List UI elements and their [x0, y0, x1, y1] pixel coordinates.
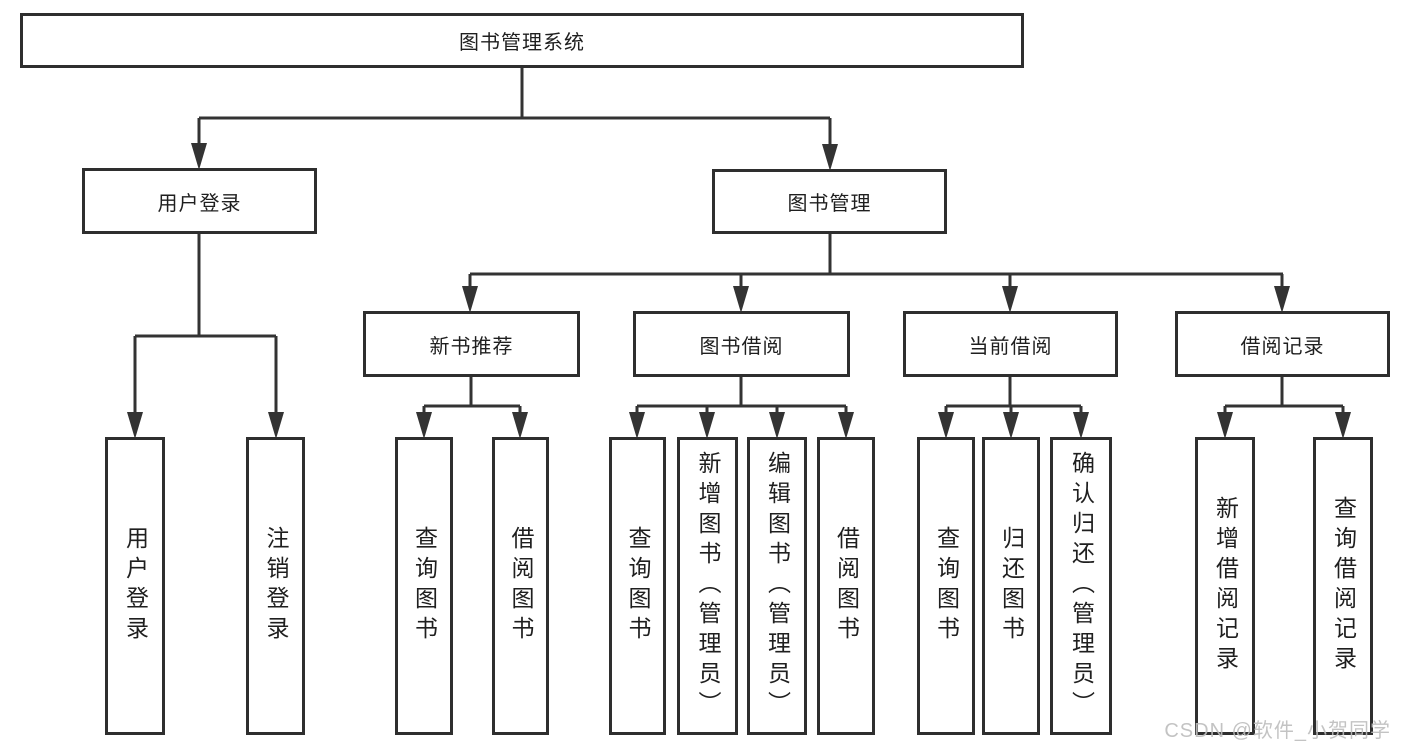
- leaf-return-books: 归还图书: [982, 437, 1040, 735]
- arrowhead-icon: [512, 412, 528, 439]
- leaf-borrow-books-2-label: 借阅图书: [833, 526, 860, 646]
- leaf-add-books-admin: 新增图书（管理员）: [677, 437, 738, 735]
- node-borrow-records: 借阅记录: [1175, 311, 1390, 377]
- leaf-query-books-3-label: 查询图书: [933, 526, 960, 646]
- node-new-book-recommend-label: 新书推荐: [429, 335, 514, 358]
- arrowhead-icon: [1335, 412, 1351, 439]
- leaf-add-books-admin-label: 新增图书（管理员）: [695, 451, 721, 721]
- arrowhead-icon: [268, 412, 284, 439]
- leaf-borrow-books-2: 借阅图书: [817, 437, 875, 735]
- csdn-watermark: CSDN @软件_小贺同学: [1164, 720, 1391, 742]
- arrowheads: [127, 143, 1351, 439]
- node-borrow-records-label: 借阅记录: [1240, 335, 1325, 358]
- arrowhead-icon: [191, 143, 207, 170]
- leaf-query-borrow-record: 查询借阅记录: [1313, 437, 1373, 735]
- leaf-logout-label: 注销登录: [263, 526, 289, 646]
- arrowhead-icon: [1217, 412, 1233, 439]
- leaf-query-books-1: 查询图书: [395, 437, 453, 735]
- leaf-user-login: 用户登录: [105, 437, 165, 735]
- node-current-borrow-label: 当前借阅: [968, 335, 1053, 358]
- leaf-query-books-2-label: 查询图书: [625, 526, 651, 646]
- arrowhead-icon: [938, 412, 954, 439]
- node-user-login-label: 用户登录: [157, 192, 242, 215]
- arrowhead-icon: [769, 412, 785, 439]
- leaf-query-books-1-label: 查询图书: [411, 526, 438, 646]
- arrowhead-icon: [822, 144, 838, 171]
- node-current-borrow: 当前借阅: [903, 311, 1118, 377]
- leaf-query-books-3: 查询图书: [917, 437, 975, 735]
- leaf-query-books-2: 查询图书: [609, 437, 666, 735]
- arrowhead-icon: [416, 412, 432, 439]
- node-user-login: 用户登录: [82, 168, 317, 234]
- leaf-borrow-books-1: 借阅图书: [492, 437, 549, 735]
- leaf-user-login-label: 用户登录: [122, 526, 149, 646]
- connector-lines: [133, 68, 1345, 432]
- node-root: 图书管理系统: [20, 13, 1024, 68]
- leaf-edit-books-admin-label: 编辑图书（管理员）: [764, 451, 791, 721]
- node-book-borrow: 图书借阅: [633, 311, 850, 377]
- node-book-management-label: 图书管理: [787, 193, 872, 215]
- leaf-add-borrow-record: 新增借阅记录: [1195, 437, 1255, 735]
- leaf-confirm-return-admin: 确认归还（管理员）: [1050, 437, 1112, 735]
- leaf-return-books-label: 归还图书: [998, 526, 1025, 646]
- arrowhead-icon: [1073, 412, 1089, 439]
- arrowhead-icon: [127, 412, 143, 439]
- arrowhead-icon: [699, 412, 715, 439]
- arrowhead-icon: [838, 412, 854, 439]
- node-root-label: 图书管理系统: [459, 32, 585, 54]
- arrowhead-icon: [733, 286, 749, 313]
- arrowhead-icon: [1002, 286, 1018, 313]
- arrowhead-icon: [1003, 412, 1019, 439]
- leaf-confirm-return-admin-label: 确认归还（管理员）: [1068, 451, 1095, 721]
- arrowhead-icon: [462, 286, 478, 313]
- leaf-logout: 注销登录: [246, 437, 305, 735]
- node-new-book-recommend: 新书推荐: [363, 311, 580, 377]
- leaf-query-borrow-record-label: 查询借阅记录: [1330, 496, 1357, 676]
- arrowhead-icon: [1274, 286, 1290, 313]
- leaf-borrow-books-1-label: 借阅图书: [508, 526, 534, 646]
- leaf-edit-books-admin: 编辑图书（管理员）: [747, 437, 807, 735]
- arrowhead-icon: [629, 412, 645, 439]
- leaf-add-borrow-record-label: 新增借阅记录: [1212, 496, 1239, 676]
- node-book-borrow-label: 图书借阅: [699, 335, 784, 358]
- node-book-management: 图书管理: [712, 169, 947, 234]
